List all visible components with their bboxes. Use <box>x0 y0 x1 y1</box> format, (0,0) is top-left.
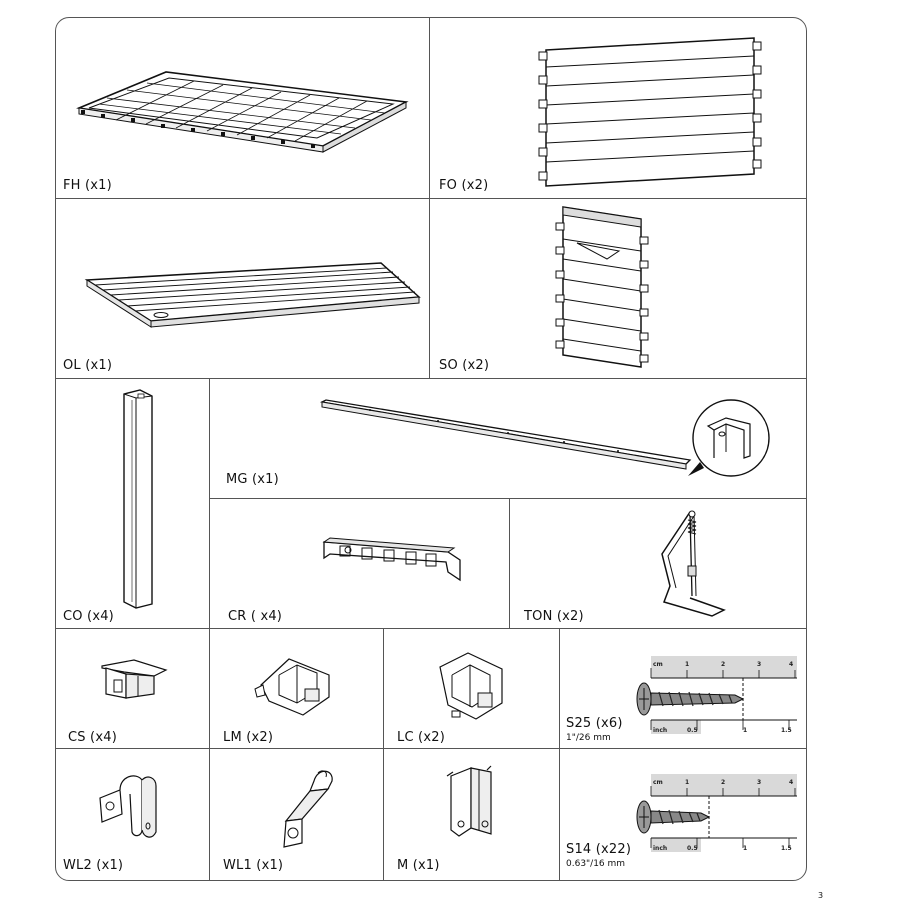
wall-link-bracket-small-icon <box>268 763 348 851</box>
lid-panel-icon <box>81 253 426 333</box>
part-label: LM (x2) <box>223 730 274 745</box>
magnified-detail-icon <box>686 396 776 486</box>
ruler-inch-tick: 1 <box>743 727 747 734</box>
lock-bracket-icon <box>251 645 341 721</box>
ruler-cm-tick: 3 <box>757 779 761 786</box>
part-label: CO (x4) <box>63 609 114 624</box>
ruler-cm-tick: 1 <box>685 779 689 786</box>
divider <box>56 198 806 199</box>
part-label: TON (x2) <box>524 609 584 624</box>
divider <box>56 378 806 379</box>
lid-hinge-arm-icon <box>646 506 736 624</box>
part-label: SO (x2) <box>439 358 490 373</box>
corner-post-icon <box>118 388 158 610</box>
part-label: FO (x2) <box>439 178 489 193</box>
ruler-cm-tick: 1 <box>685 661 689 668</box>
wall-link-bracket-icon <box>92 770 172 850</box>
part-label: OL (x1) <box>63 358 113 373</box>
screw-long-icon: cm 1 2 3 4 inch 0.5 1 1.5 <box>631 654 801 736</box>
part-label: S25 (x6) <box>566 716 623 731</box>
ruler-inch-tick: 1.5 <box>781 727 792 734</box>
divider <box>509 498 510 628</box>
ruler-inch-unit: inch <box>653 727 667 734</box>
ruler-inch-tick: 0.5 <box>687 727 698 734</box>
mounting-bracket-icon <box>441 764 505 840</box>
connector-rail-icon <box>318 534 468 586</box>
parts-list-sheet: FH (x1) FO (x2) <box>55 17 807 881</box>
ruler-cm-tick: 4 <box>789 779 793 786</box>
divider <box>209 378 210 880</box>
side-wall-panel-icon <box>549 201 659 373</box>
part-label: CS (x4) <box>68 730 117 745</box>
ruler-cm-tick: 4 <box>789 661 793 668</box>
divider <box>383 628 384 880</box>
ruler-inch-tick: 0.5 <box>687 845 698 852</box>
ruler-cm-unit: cm <box>653 661 663 668</box>
ruler-inch-tick: 1.5 <box>781 845 792 852</box>
divider <box>56 748 806 749</box>
divider <box>559 628 560 880</box>
front-wall-panel-icon <box>534 32 764 192</box>
ruler-inch-unit: inch <box>653 845 667 852</box>
floor-panel-icon <box>71 58 411 158</box>
screw-short-icon: cm 1 2 3 4 inch 0.5 1 1.5 <box>631 772 801 854</box>
part-size: 0.63"/16 mm <box>566 859 626 869</box>
part-label: S14 (x22) <box>566 842 632 857</box>
page-number: 3 <box>818 891 824 900</box>
part-size: 1"/26 mm <box>566 733 611 743</box>
ruler-cm-unit: cm <box>653 779 663 786</box>
part-label: LC (x2) <box>397 730 445 745</box>
part-label: MG (x1) <box>226 472 279 487</box>
ruler-cm-tick: 3 <box>757 661 761 668</box>
corner-cap-icon <box>96 654 176 704</box>
divider <box>209 498 806 499</box>
ruler-cm-tick: 2 <box>721 779 725 786</box>
ruler-cm-tick: 2 <box>721 661 725 668</box>
ruler-inch-tick: 1 <box>743 845 747 852</box>
metal-rail-icon <box>318 390 696 474</box>
part-label: WL2 (x1) <box>63 858 124 873</box>
part-label: CR ( x4) <box>228 609 283 624</box>
part-label: WL1 (x1) <box>223 858 284 873</box>
divider <box>56 628 806 629</box>
lock-clip-icon <box>432 645 512 725</box>
part-label: FH (x1) <box>63 178 112 193</box>
part-label: M (x1) <box>397 858 440 873</box>
